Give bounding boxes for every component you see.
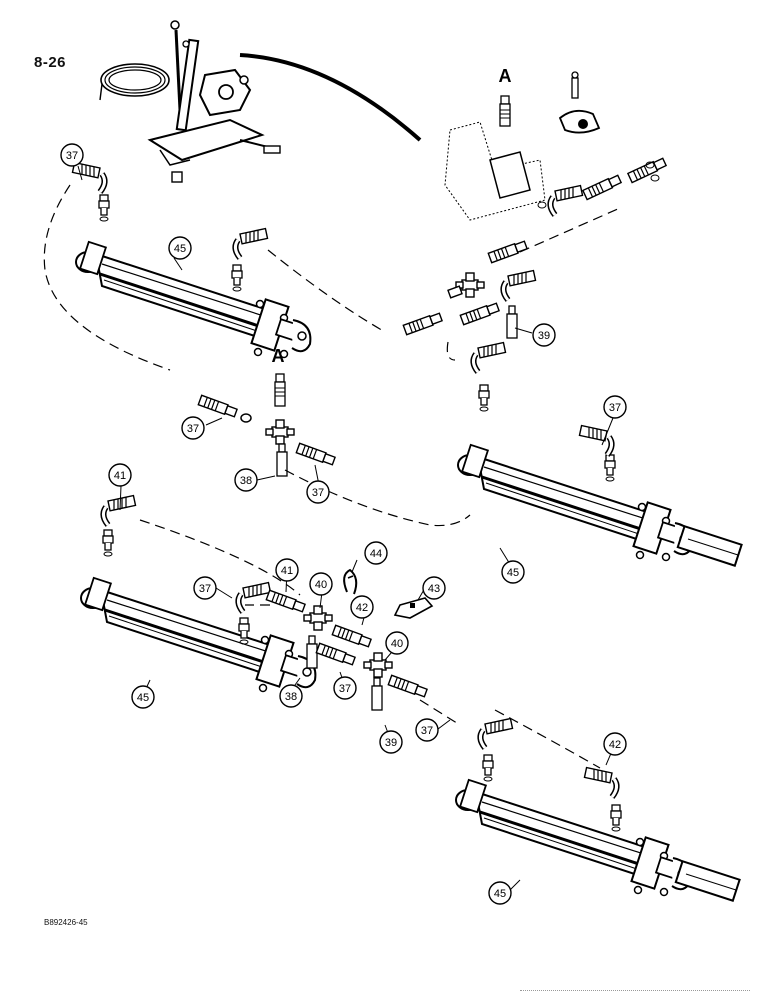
svg-text:45: 45 [507, 567, 519, 579]
svg-text:39: 39 [538, 330, 550, 342]
elbow-valve [550, 186, 582, 215]
svg-text:41: 41 [114, 470, 126, 482]
svg-text:38: 38 [285, 691, 297, 703]
svg-text:45: 45 [174, 243, 186, 255]
callout: 37 [60, 143, 84, 167]
callouts: 37 45 39 37 38 37 37 45 41 44 43 37 41 4… [60, 143, 627, 905]
page-number: 8-26 [34, 54, 67, 71]
callout: 37 [333, 676, 357, 700]
callout: 42 [350, 595, 374, 619]
callout: 44 [364, 541, 388, 565]
svg-text:37: 37 [609, 402, 621, 414]
figure-code: B892426-45 [44, 918, 88, 927]
connection-marker-lower: A [272, 346, 285, 366]
callout: 45 [501, 560, 525, 584]
callout: 37 [181, 416, 205, 440]
callout: 45 [131, 685, 155, 709]
hose-end-elbow-1 [72, 163, 104, 192]
port-fitting-4 [604, 454, 616, 482]
scan-artifact-line [520, 990, 750, 994]
callout: 37 [193, 576, 217, 600]
callout: 42 [603, 732, 627, 756]
callout: 45 [168, 236, 192, 260]
callout: 37 [415, 718, 439, 742]
port-fitting-5 [102, 529, 114, 557]
callout: 38 [234, 468, 258, 492]
svg-text:38: 38 [240, 475, 252, 487]
hose-end-valve [582, 173, 623, 201]
hose-end-elbow-7 [480, 719, 512, 748]
svg-text:42: 42 [356, 602, 368, 614]
svg-text:37: 37 [421, 725, 433, 737]
svg-text:43: 43 [428, 583, 440, 595]
port-fitting-7 [482, 754, 494, 782]
callout: 37 [306, 480, 330, 504]
hydraulic-cylinder-4 [454, 778, 741, 902]
hose-end-elbow-5 [103, 496, 135, 525]
callout: 40 [309, 572, 333, 596]
svg-text:45: 45 [494, 888, 506, 900]
hose-end-elbow-6 [238, 583, 270, 612]
hydraulic-cylinder-1 [74, 240, 312, 359]
svg-text:44: 44 [370, 548, 382, 560]
callout: 45 [488, 881, 512, 905]
callout: 37 [603, 395, 627, 419]
svg-text:37: 37 [339, 683, 351, 695]
svg-text:37: 37 [187, 423, 199, 435]
hydraulic-cylinder-2 [456, 443, 743, 567]
svg-text:41: 41 [281, 565, 293, 577]
connection-marker-top: A [499, 66, 512, 86]
hose-end-elbow-8 [584, 768, 616, 797]
hose-end-elbow-4 [579, 426, 611, 455]
callout: 39 [532, 323, 556, 347]
svg-text:A: A [272, 346, 285, 366]
mid-manifold-fittings [197, 394, 337, 477]
hose-end-elbow-3 [473, 343, 505, 372]
lower-manifold-fittings [265, 568, 434, 711]
hose-routing-lines [43, 184, 621, 769]
callout: 43 [422, 576, 446, 600]
svg-text:37: 37 [199, 583, 211, 595]
port-fitting-8 [610, 804, 622, 832]
port-fitting-2 [231, 264, 243, 292]
callout: 40 [385, 631, 409, 655]
hose-end-elbow-2 [235, 229, 267, 258]
port-fitting-3 [478, 384, 490, 412]
port-fitting-1 [98, 194, 110, 222]
svg-text:42: 42 [609, 739, 621, 751]
svg-text:37: 37 [312, 487, 324, 499]
hose-clamp [558, 71, 601, 134]
upper-manifold-fittings [274, 239, 536, 407]
svg-text:A: A [499, 66, 512, 86]
svg-text:40: 40 [315, 579, 327, 591]
remote-valve-block [444, 71, 668, 221]
control-lever-assembly [99, 20, 422, 183]
callout: 38 [279, 684, 303, 708]
svg-text:45: 45 [137, 692, 149, 704]
svg-text:39: 39 [385, 737, 397, 749]
pressure-fitting-a-lower [274, 373, 286, 407]
svg-text:40: 40 [391, 638, 403, 650]
callout: 41 [275, 558, 299, 582]
svg-text:37: 37 [66, 150, 78, 162]
adapter-valve [627, 156, 668, 184]
callout: 39 [379, 730, 403, 754]
pressure-fitting-a [499, 95, 511, 127]
callout: 41 [108, 463, 132, 487]
